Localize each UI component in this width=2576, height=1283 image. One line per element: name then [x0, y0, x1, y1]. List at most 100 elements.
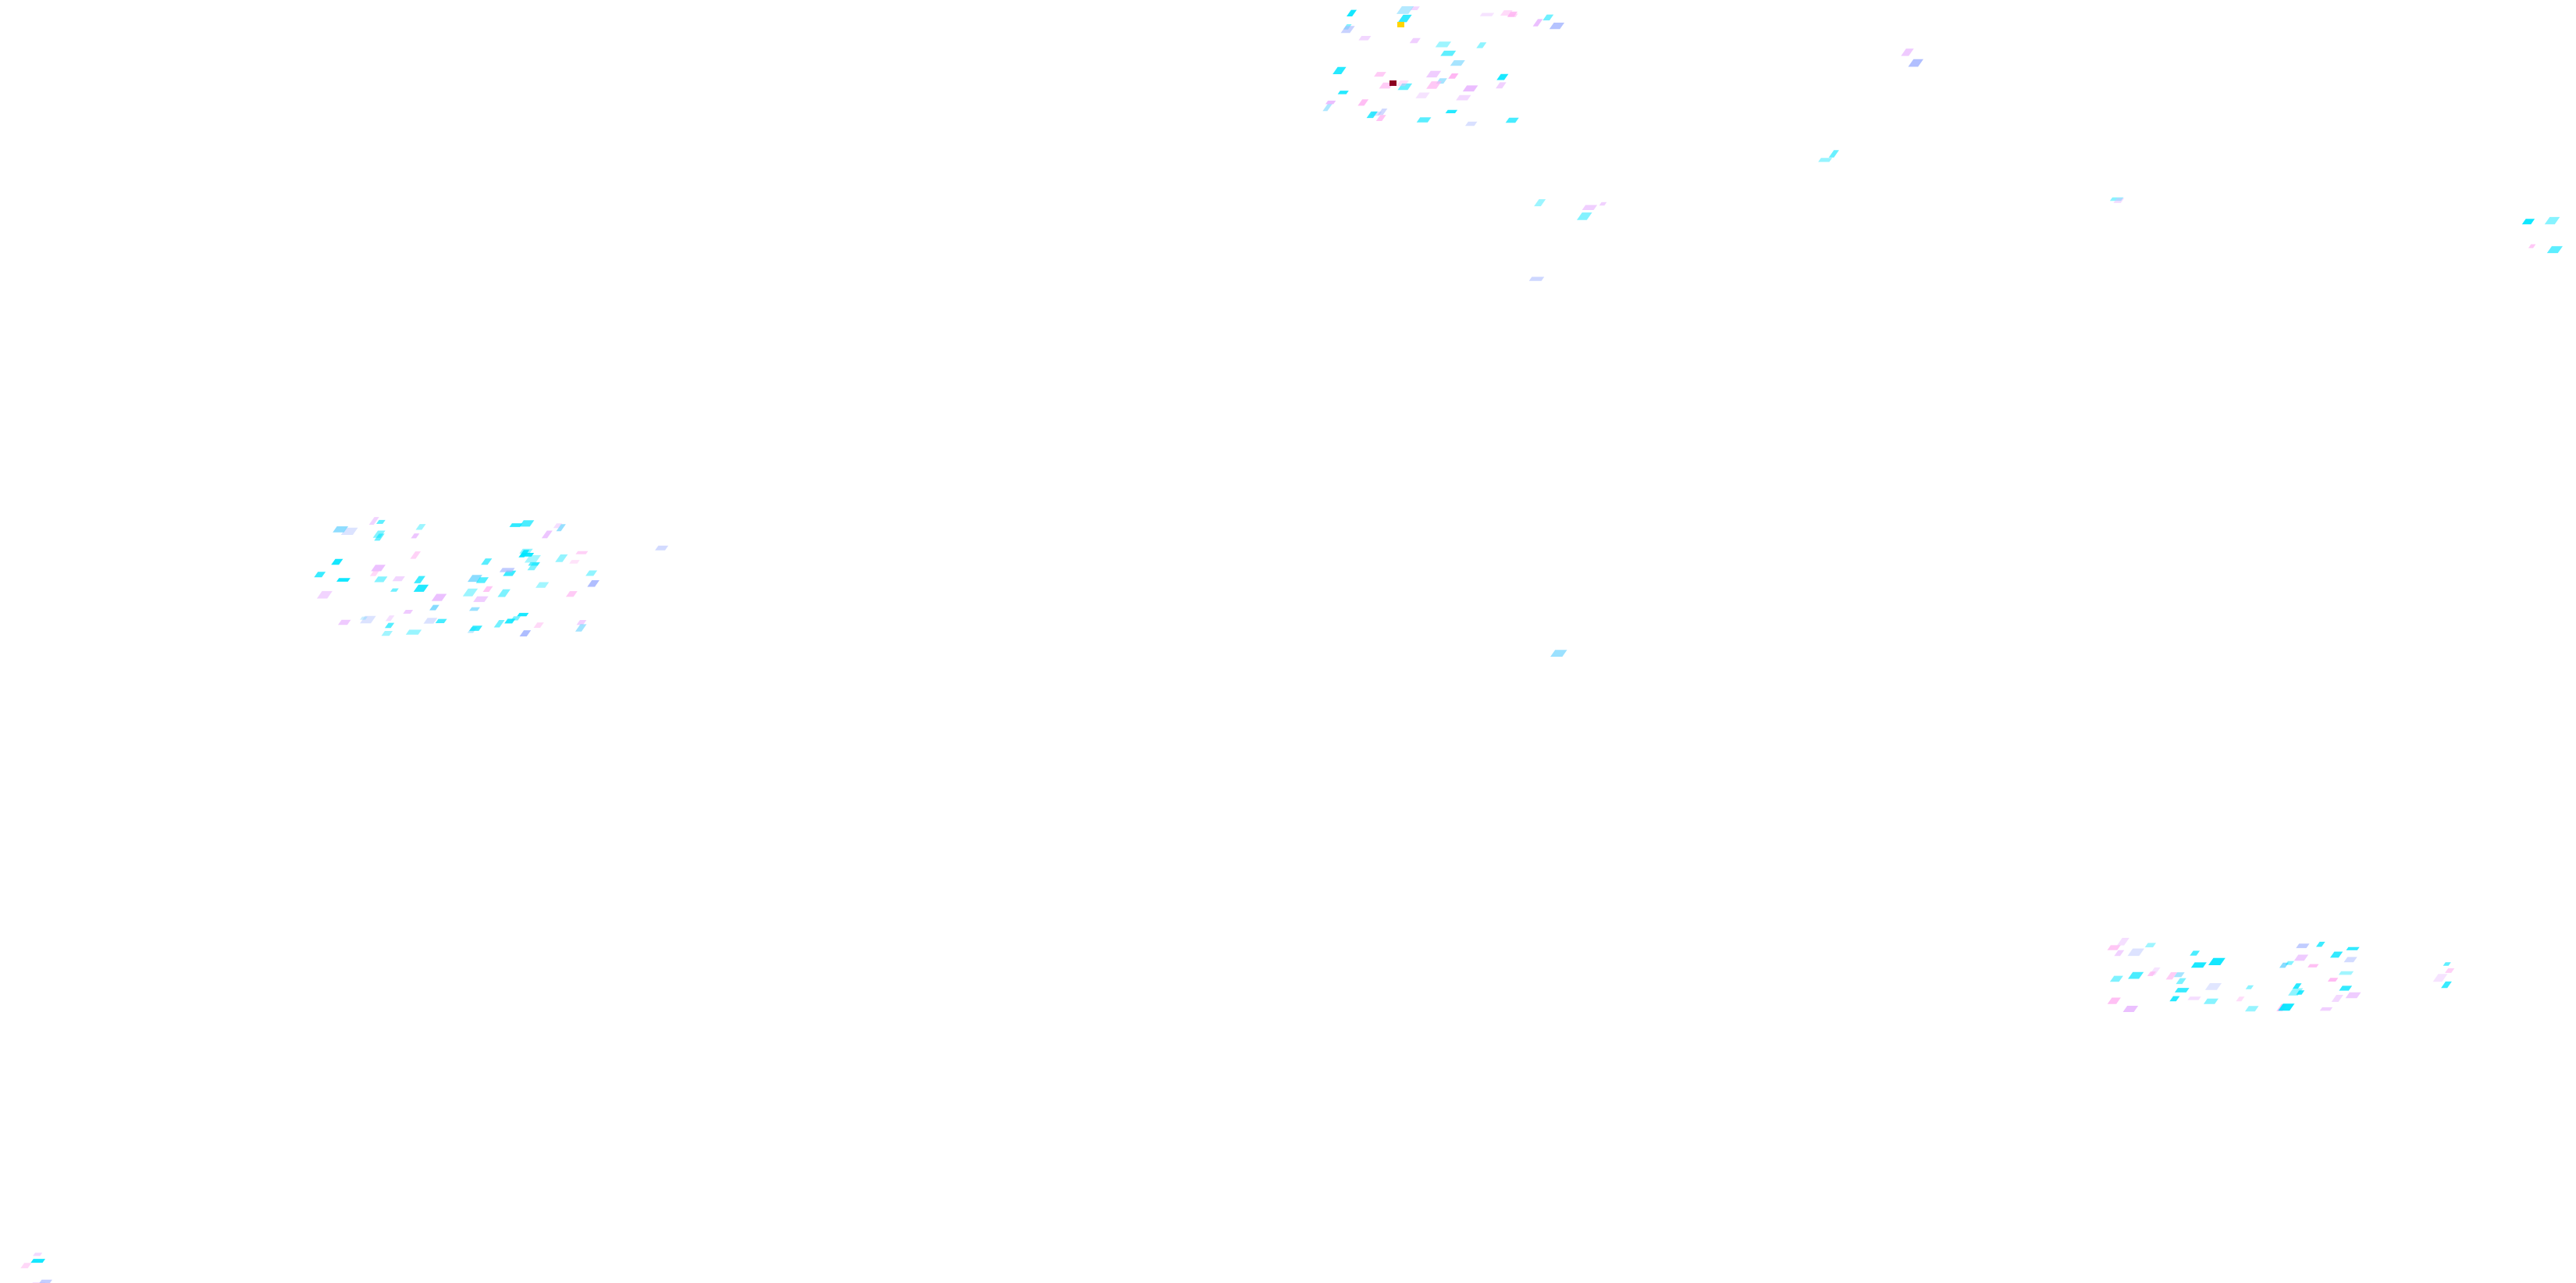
speckle — [1374, 72, 1386, 77]
speckle — [1396, 80, 1409, 87]
speckle — [553, 523, 563, 529]
speckle — [1325, 100, 1336, 105]
speckle — [2203, 998, 2218, 1004]
speckle — [1901, 48, 1914, 56]
speckle — [2169, 996, 2180, 1002]
speckle — [469, 607, 480, 611]
speckle — [360, 615, 376, 624]
speckle — [1377, 109, 1388, 116]
speckle — [1496, 82, 1507, 89]
speckle — [1440, 50, 1457, 56]
speckle — [517, 612, 529, 617]
speckle — [413, 584, 429, 592]
speckle — [1375, 115, 1386, 122]
speckle-accent — [1389, 80, 1397, 86]
speckle — [2107, 945, 2121, 950]
speckle — [587, 580, 600, 587]
speckle — [499, 568, 515, 572]
speckle — [2443, 962, 2451, 966]
speckle — [528, 561, 541, 566]
speckle — [2107, 997, 2121, 1004]
speckle — [569, 560, 580, 564]
speckle — [2278, 1003, 2295, 1011]
speckle — [1396, 6, 1414, 14]
speckle — [1358, 36, 1372, 41]
speckle — [2122, 1006, 2139, 1012]
speckle — [37, 1279, 52, 1283]
speckle — [2296, 990, 2305, 995]
speckle — [2114, 950, 2125, 957]
speckle — [585, 570, 598, 576]
speckle — [519, 553, 535, 557]
speckle — [1828, 150, 1839, 158]
speckle — [431, 593, 447, 601]
speckle — [337, 619, 351, 625]
speckle — [575, 551, 589, 554]
speckle — [2544, 216, 2560, 225]
speckle — [519, 630, 532, 636]
speckle — [1398, 14, 1412, 23]
speckle — [2109, 975, 2123, 982]
speckle — [1332, 66, 1347, 75]
speckle — [575, 624, 587, 632]
speckle — [2173, 972, 2185, 978]
speckle — [2293, 983, 2302, 989]
speckle — [1550, 650, 1567, 657]
speckle — [2331, 995, 2343, 1002]
speckle — [1426, 81, 1442, 89]
speckle — [1534, 199, 1546, 207]
speckle — [2147, 971, 2156, 976]
speckle — [385, 615, 395, 622]
speckle — [509, 523, 523, 527]
speckle — [2117, 938, 2129, 946]
speckle — [2187, 996, 2201, 1000]
speckle — [493, 620, 505, 628]
speckle — [2338, 971, 2354, 975]
speckle — [392, 576, 405, 582]
speckle — [384, 622, 395, 629]
speckle — [462, 588, 479, 597]
speckle — [2432, 974, 2448, 982]
speckle — [541, 530, 553, 539]
speckle — [2190, 950, 2201, 956]
speckle — [1476, 42, 1487, 48]
speckle — [555, 554, 568, 562]
speckle — [2109, 197, 2124, 201]
speckle — [2279, 962, 2290, 968]
speckle — [374, 576, 388, 583]
speckle — [565, 591, 578, 597]
speckle — [405, 629, 422, 635]
speckle — [1599, 201, 1607, 206]
speckle — [1346, 9, 1357, 16]
speckle — [1322, 103, 1333, 112]
speckle — [1340, 26, 1355, 34]
speckle — [1456, 94, 1471, 101]
speckle — [1425, 70, 1442, 78]
speckle — [511, 616, 521, 621]
speckle — [2208, 957, 2226, 965]
speckle — [30, 1259, 45, 1263]
speckle — [576, 620, 587, 625]
speckle — [2345, 992, 2361, 999]
speckle — [2204, 983, 2222, 990]
speckle — [369, 570, 379, 576]
speckle — [2441, 981, 2452, 989]
speckle — [2445, 968, 2455, 973]
speckle — [414, 576, 425, 583]
speckle — [1435, 41, 1452, 48]
speckle — [2244, 1006, 2259, 1012]
speckle — [1448, 73, 1459, 79]
speckle-accent — [1397, 22, 1404, 27]
speckle — [1582, 205, 1598, 210]
speckle — [435, 618, 447, 623]
speckle — [368, 517, 379, 525]
speckle — [481, 558, 493, 565]
speckle — [2285, 960, 2295, 965]
speckle — [372, 530, 386, 538]
speckle — [2327, 978, 2339, 982]
speckle — [33, 1253, 43, 1256]
speckle — [2293, 954, 2309, 961]
speckle — [1450, 60, 1465, 66]
